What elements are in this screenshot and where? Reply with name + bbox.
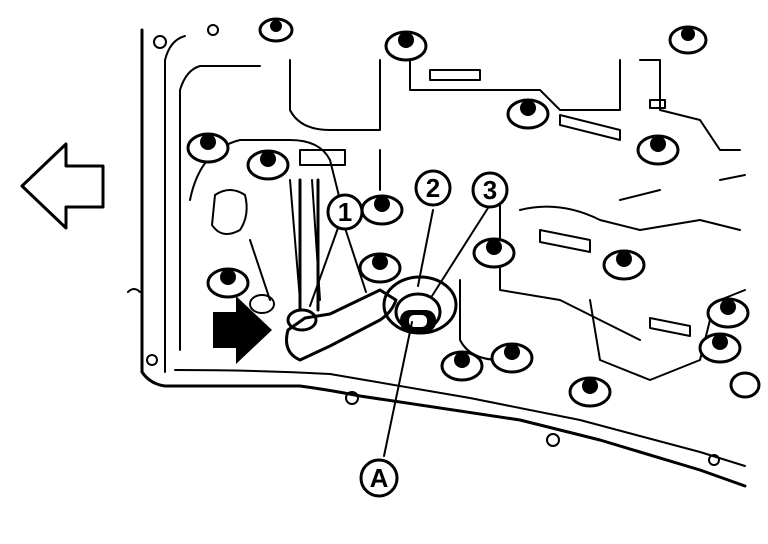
bolt xyxy=(384,30,428,62)
bolt xyxy=(360,194,404,226)
callout-1-label: 1 xyxy=(338,197,352,227)
bolts xyxy=(186,17,761,408)
leader-lines xyxy=(309,207,489,457)
callout-a-label: A xyxy=(370,463,389,493)
bolt xyxy=(698,332,742,364)
callout-3: 3 xyxy=(471,171,509,209)
valve-body-passages xyxy=(189,39,746,381)
bolt xyxy=(668,25,708,55)
callout-3-label: 3 xyxy=(483,175,497,205)
bolt xyxy=(490,342,534,374)
bolt xyxy=(246,149,290,181)
bolt xyxy=(472,237,516,269)
valve-bracket xyxy=(249,178,398,362)
bolt xyxy=(636,134,680,166)
left-arrow-outline-icon xyxy=(20,142,105,230)
bolt xyxy=(358,252,402,284)
bolt xyxy=(440,350,484,382)
bolt xyxy=(258,17,294,43)
callout-a: A xyxy=(359,458,399,498)
bolt xyxy=(506,98,550,130)
bolt xyxy=(206,267,250,299)
callout-2-label: 2 xyxy=(426,173,440,203)
callout-2: 2 xyxy=(414,169,452,207)
bolt xyxy=(186,132,230,164)
bolt xyxy=(729,371,761,399)
callout-1: 1 xyxy=(326,193,364,231)
right-arrow-solid-icon xyxy=(213,296,272,364)
housing-outline xyxy=(127,24,747,488)
bolt xyxy=(602,249,646,281)
bolt xyxy=(568,376,612,408)
bolt xyxy=(706,297,750,329)
